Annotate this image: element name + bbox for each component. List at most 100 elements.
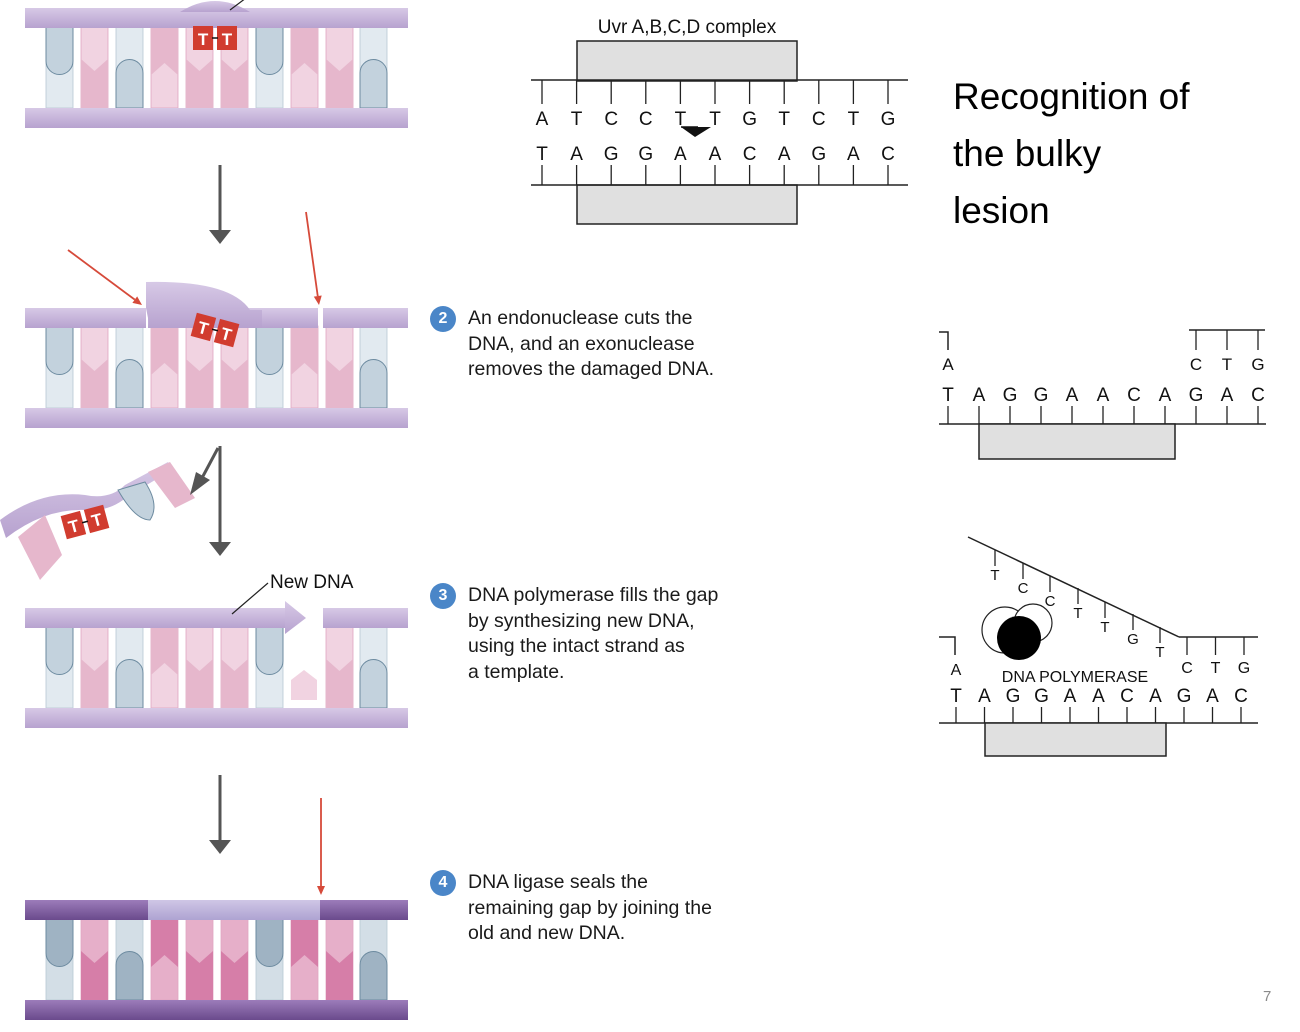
pyrimidine-base <box>45 325 74 409</box>
purine-base <box>150 325 179 409</box>
down-arrow-icon <box>209 775 231 854</box>
top-strand-base: G <box>742 109 757 130</box>
backbone-strand <box>25 8 408 28</box>
pyrimidine-base <box>45 625 74 709</box>
bottom-strand-base: A <box>1159 385 1172 406</box>
top-strand-base: T <box>1211 660 1221 677</box>
purine-base <box>325 25 354 109</box>
new-dna-label: New DNA <box>270 572 354 593</box>
bottom-strand-base: A <box>1149 686 1162 707</box>
bottom-strand-base: G <box>604 144 619 165</box>
step-badge: 3 <box>430 583 456 609</box>
lesion-marker-icon <box>681 127 711 137</box>
step-3: 3 DNA polymerase fills the gap by synthe… <box>430 583 768 685</box>
purine-base <box>150 625 179 709</box>
uvr-complex-top <box>576 40 798 82</box>
pyrimidine-base <box>359 325 388 409</box>
pyrimidine-base <box>359 25 388 109</box>
bottom-strand-base: G <box>811 144 826 165</box>
top-strand-base: C <box>1181 660 1193 677</box>
complex-box <box>984 722 1167 757</box>
new-strand-base: T <box>990 567 999 584</box>
backbone-strand <box>25 408 408 428</box>
bottom-strand-base: A <box>1097 385 1110 406</box>
new-strand-base: T <box>1073 605 1082 622</box>
bottom-strand-base: A <box>1066 385 1079 406</box>
step-badge: 2 <box>430 306 456 332</box>
bottom-strand-base: C <box>1251 385 1265 406</box>
new-strand-base: T <box>1100 619 1109 636</box>
bottom-strand-base: G <box>638 144 653 165</box>
purine-base <box>185 917 214 1001</box>
pyrimidine-base <box>45 917 74 1001</box>
bottom-strand-base: G <box>1006 686 1021 707</box>
bottom-strand-base: A <box>973 385 986 406</box>
pyrimidine-base <box>255 625 284 709</box>
dna-ligation-panel <box>25 798 408 1020</box>
bottom-strand-base: A <box>978 686 991 707</box>
top-strand-base: A <box>536 109 549 130</box>
pyrimidine-base <box>255 25 284 109</box>
bottom-strand-base: G <box>1003 385 1018 406</box>
bottom-strand-base: A <box>1206 686 1219 707</box>
purine-base <box>80 917 109 1001</box>
backbone-strand <box>25 900 148 920</box>
pyrimidine-base <box>359 917 388 1001</box>
dna-polymerase-icon <box>981 603 1053 660</box>
backbone-strand <box>25 308 146 328</box>
step-2: 2 An endonuclease cuts the DNA, and an e… <box>430 306 768 383</box>
backbone-strand <box>323 308 408 328</box>
bottom-strand-base: A <box>1064 686 1077 707</box>
purine-base <box>80 625 109 709</box>
backbone-strand <box>25 1000 408 1020</box>
backbone-strand <box>25 608 290 628</box>
bottom-strand-base: C <box>1120 686 1134 707</box>
step-badge: 4 <box>430 870 456 896</box>
step-description: DNA ligase seals the remaining gap by jo… <box>468 871 712 944</box>
new-strand-base: T <box>1155 644 1164 661</box>
purine-base <box>80 325 109 409</box>
top-strand-base: C <box>604 109 618 130</box>
top-strand-base: T <box>1222 355 1232 374</box>
top-strand-base: C <box>1190 355 1202 374</box>
bottom-strand-base: G <box>1189 385 1204 406</box>
purine-base <box>325 625 354 709</box>
curved-arrow-icon <box>190 447 220 495</box>
slide-title: Recognition of the bulky lesion <box>953 76 1190 231</box>
backbone-strand <box>320 900 408 920</box>
backbone-strand <box>25 108 408 128</box>
backbone-strand <box>25 708 408 728</box>
bottom-strand-base: T <box>536 144 548 165</box>
bottom-strand-base: A <box>778 144 791 165</box>
pyrimidine-base <box>115 325 144 409</box>
bottom-strand-base: C <box>1127 385 1141 406</box>
cut-site-arrow-icon <box>67 249 142 305</box>
bottom-strand-base: C <box>1234 686 1248 707</box>
purine-base <box>150 917 179 1001</box>
bottom-strand-base: A <box>847 144 860 165</box>
bottom-strand-base: A <box>674 144 687 165</box>
bottom-strand-base: A <box>570 144 583 165</box>
new-strand-base: G <box>1127 631 1139 648</box>
backbone-strand <box>148 900 320 920</box>
pyrimidine-base <box>255 917 284 1001</box>
bottom-strand-base: A <box>1092 686 1105 707</box>
purine-base <box>80 25 109 109</box>
step-description: DNA polymerase fills the gap by synthesi… <box>468 584 719 683</box>
top-strand-base: C <box>639 109 653 130</box>
top-strand-base: G <box>881 109 896 130</box>
purine-base <box>325 917 354 1001</box>
top-strand-base: T <box>778 109 790 130</box>
dna-synthesis-panel: New DNA <box>25 572 408 728</box>
top-strand-base: A <box>951 662 962 679</box>
purine-base <box>325 325 354 409</box>
page-number: 7 <box>1263 988 1272 1005</box>
purine-base <box>150 25 179 109</box>
bottom-strand-base: T <box>950 686 962 707</box>
